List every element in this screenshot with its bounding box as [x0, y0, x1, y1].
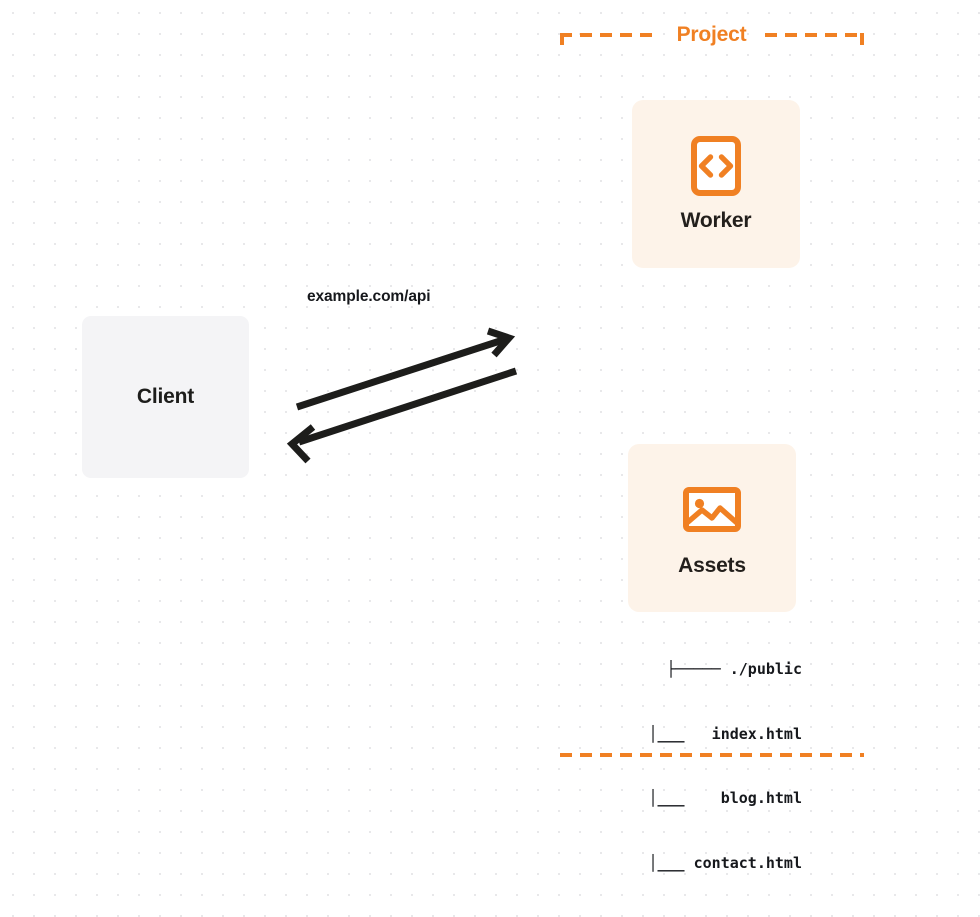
project-container: Project [560, 23, 864, 757]
request-arrow-right-icon [295, 327, 516, 411]
connector-label: example.com/api [307, 288, 431, 305]
code-brackets-icon [691, 136, 741, 196]
project-border-right [860, 33, 864, 757]
project-border-top-right [765, 33, 864, 37]
assets-file-tree: ├───── ./public │___ index.html │___ blo… [604, 616, 802, 917]
assets-service-card[interactable]: Assets [628, 444, 796, 612]
worker-service-card[interactable]: Worker [632, 100, 800, 268]
project-border-left [560, 33, 564, 757]
assets-card-label: Assets [678, 554, 746, 577]
project-border-top-left [560, 33, 658, 37]
file-tree-row: │___ index.html [621, 724, 802, 743]
project-border-bottom [560, 753, 864, 757]
response-arrow-left-icon [286, 367, 518, 464]
client-node[interactable]: Client [82, 316, 249, 478]
file-tree-row: ├───── ./public [666, 660, 802, 678]
file-tree-row: │___ contact.html [621, 853, 802, 872]
image-picture-icon [683, 487, 741, 532]
client-label: Client [136, 385, 195, 408]
project-title: Project [676, 23, 747, 46]
file-tree-row: │___ blog.html [621, 789, 802, 807]
worker-card-label: Worker [680, 209, 752, 232]
diagram-canvas: Client example.com/api Project Worker [82, 23, 864, 872]
